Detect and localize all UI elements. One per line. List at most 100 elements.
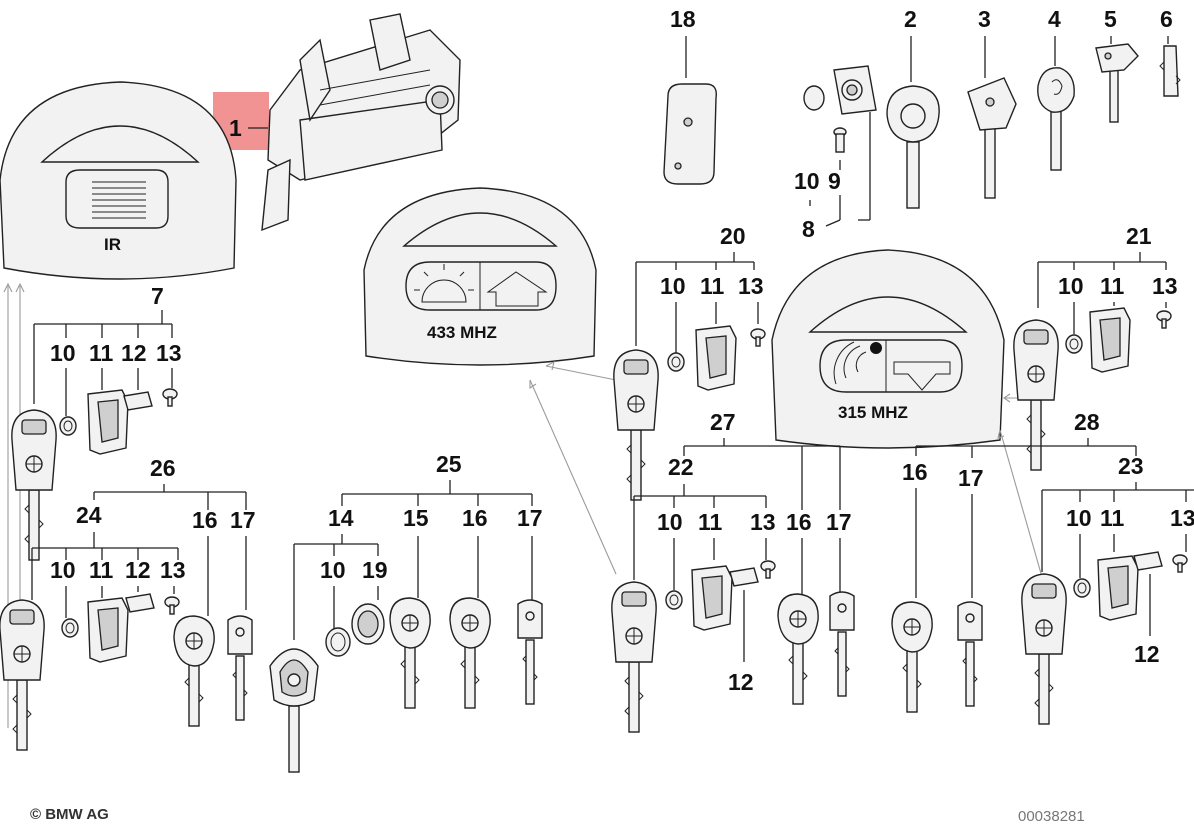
group-22-bracket[interactable] [691,565,733,631]
group-27-key-16[interactable] [777,593,819,705]
group-20-bracket[interactable] [695,325,737,391]
group-28-key-17[interactable] [957,601,983,707]
cover-315-mhz[interactable]: 315 MHZ [771,249,1005,449]
callout-25-16: 16 [462,505,488,531]
part-10-ring-top[interactable] [803,85,825,111]
group-26-key-17[interactable] [227,615,253,721]
group-21-remote-key[interactable] [1013,319,1059,471]
callout-27-16: 16 [786,509,812,535]
callout-27: 27 [710,409,736,435]
group-21-screw[interactable] [1156,310,1172,329]
group-25-key-15[interactable] [389,597,431,709]
group-14-key[interactable] [269,648,319,773]
diagram-code: 00038281 [1018,808,1085,825]
group-25-key-17[interactable] [517,599,543,705]
group-7-remote-key[interactable] [11,409,57,561]
callout-6: 6 [1160,6,1173,32]
group-27-key-17[interactable] [829,591,855,697]
callout-22: 22 [668,454,694,480]
group-22-screw[interactable] [760,560,776,579]
callout-14-10: 10 [320,557,346,583]
callout-21: 21 [1126,223,1152,249]
group-25-key-16[interactable] [449,597,491,709]
ir-cover[interactable]: IR [0,81,237,280]
group-23-ring[interactable] [1073,578,1091,598]
part-5-key[interactable] [1095,43,1139,123]
group-26-key-16[interactable] [173,615,215,727]
callout-28: 28 [1074,409,1100,435]
part-18-cap[interactable] [663,83,717,185]
callout-20: 20 [720,223,746,249]
callout-1: 1 [229,115,242,141]
callout-20-10: 10 [660,273,686,299]
group-24-plate[interactable] [125,593,155,613]
group-22-ring[interactable] [665,590,683,610]
label-315-mhz: 315 MHZ [838,403,908,422]
group-20-remote-key[interactable] [613,349,659,501]
group-22-remote-key[interactable] [611,581,657,733]
callout-7: 7 [151,283,164,309]
part-4-key[interactable] [1037,67,1075,171]
callout-24-13: 13 [160,557,186,583]
label-433-mhz: 433 MHZ [427,323,497,342]
callout-28-16: 16 [902,459,928,485]
callout-27-17: 17 [826,509,852,535]
group-23-bracket[interactable] [1097,555,1139,621]
callout-7-13: 13 [156,340,182,366]
part-2-key[interactable] [886,85,940,209]
group-28-key-16[interactable] [891,601,933,713]
callout-5: 5 [1104,6,1117,32]
group-24-screw[interactable] [164,596,180,615]
group-22-plate[interactable] [729,567,759,587]
callout-23-10: 10 [1066,505,1092,531]
callout-18: 18 [670,6,696,32]
callout-22-13: 13 [750,509,776,535]
group-23-remote-key[interactable] [1021,573,1067,725]
part-3-key[interactable] [967,77,1017,199]
group-24-remote-key[interactable] [0,599,45,751]
part-8-lock-cylinder[interactable] [833,65,877,115]
callout-24-10: 10 [50,557,76,583]
callout-22-11: 11 [698,509,723,535]
callout-21-11: 11 [1100,273,1125,299]
callout-7-10: 10 [50,340,76,366]
callout-25-15: 15 [403,505,429,531]
group-21-ring[interactable] [1065,334,1083,354]
door-handle-assembly[interactable] [261,13,461,232]
callout-26-16: 16 [192,507,218,533]
callout-21-10: 10 [1058,273,1084,299]
group-20-screw[interactable] [750,328,766,347]
house-down-icon [893,361,951,391]
callout-22-12: 12 [728,669,754,695]
callout-7-11: 11 [89,340,114,366]
group-20-ring[interactable] [667,352,685,372]
group-7-ring[interactable] [59,416,77,436]
callout-24-12: 12 [125,557,151,583]
group-7-bracket[interactable] [87,389,129,455]
part-6-key[interactable] [1159,45,1181,97]
group-21-bracket[interactable] [1089,307,1131,373]
callout-21-13: 13 [1152,273,1178,299]
group-7-plate[interactable] [123,391,153,411]
callout-24-11: 11 [89,557,114,583]
group-7-screw[interactable] [162,388,178,407]
copyright-notice: © BMW AG [30,806,109,823]
callout-23: 23 [1118,453,1144,479]
callout-20-13: 13 [738,273,764,299]
group-24-bracket[interactable] [87,597,129,663]
callout-25-17: 17 [517,505,543,531]
group-14-ring-10[interactable] [325,627,351,657]
callout-8: 8 [802,216,815,242]
group-23-plate[interactable] [1133,551,1163,571]
group-24-ring[interactable] [61,618,79,638]
group-23-screw[interactable] [1172,554,1188,573]
callout-2: 2 [904,6,917,32]
callout-19: 19 [362,557,388,583]
part-9-pin[interactable] [833,127,847,153]
callout-26: 26 [150,455,176,481]
cover-433-mhz[interactable]: 433 MHZ [363,187,597,366]
ir-window-icon [92,181,146,219]
group-14-disc-19[interactable] [351,603,385,645]
